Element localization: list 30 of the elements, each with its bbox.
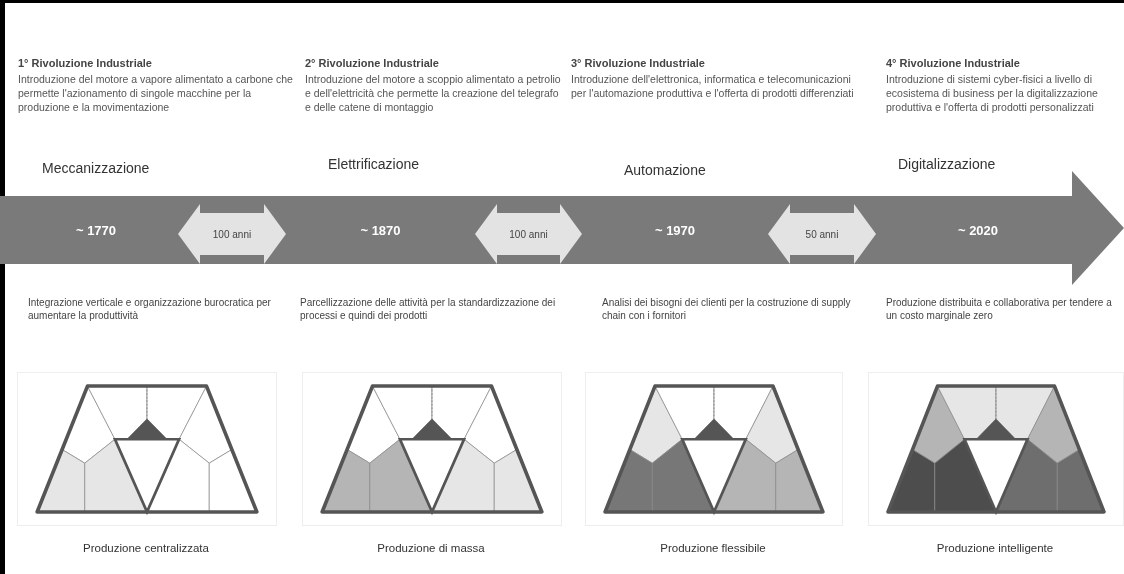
description: Introduzione di sistemi cyber-fisici a livello di ecosistema di business per la digitalizzazione produttiva e l'offerta di prodotti personalizzati	[886, 72, 1099, 114]
note: Parcellizzazione delle attività per la standardizzazione dei processi e quindi dei prodotti	[300, 296, 557, 322]
year-label: ~ 2020	[957, 222, 999, 238]
double-arrow	[178, 204, 286, 264]
heading: 4° Rivoluzione Industriale	[886, 56, 1021, 70]
description: Introduzione del motore a scoppio alimentato a petrolio e dell'elettricità che permette la creazione del telegrafo e delle catene di montaggio	[305, 72, 562, 114]
edge-label: 100 anni	[509, 228, 548, 240]
heading: 2° Rivoluzione Industriale	[305, 56, 440, 70]
description: Introduzione dell'elettronica, informatica e telecomunicazioni per l'automazione produttiva e l'offerta di prodotti differenziati	[571, 72, 855, 100]
note: Produzione distribuita e collaborativa per tendere a un costo marginale zero	[886, 296, 1113, 322]
period-title: Elettrificazione	[328, 156, 420, 172]
note: Integrazione verticale e organizzazione burocratica per aumentare la produttività	[28, 296, 272, 322]
period-title: Automazione	[624, 162, 706, 178]
heading: 1° Rivoluzione Industriale	[18, 56, 153, 70]
period-title: Meccanizzazione	[42, 160, 150, 176]
year-label: ~ 1770	[75, 222, 117, 238]
note: Analisi dei bisogni dei clienti per la costruzione di supply chain con i fornitori	[602, 296, 852, 322]
edge-label: 50 anni	[805, 228, 839, 240]
period-title: Digitalizzazione	[898, 156, 996, 172]
double-arrow	[475, 204, 582, 264]
double-arrow	[768, 204, 876, 264]
caption: Produzione di massa	[376, 542, 486, 554]
edge-label: 100 anni	[212, 228, 252, 240]
heading: 3° Rivoluzione Industriale	[571, 56, 706, 70]
description: Introduzione del motore a vapore alimentato a carbone che permette l'azionamento di singole macchine per la produzione e la movimentazione	[18, 72, 294, 114]
year-label: ~ 1870	[360, 222, 401, 238]
year-label: ~ 1970	[654, 222, 696, 238]
caption: Produzione flessibile	[659, 542, 767, 554]
caption: Produzione intelligente	[935, 542, 1055, 554]
caption: Produzione centralizzata	[82, 542, 210, 554]
